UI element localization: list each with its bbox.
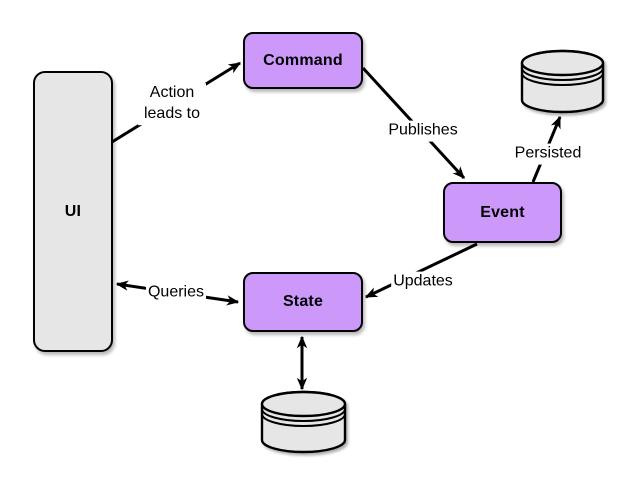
edge-label-action-leads-to: Action leads to bbox=[138, 83, 206, 125]
node-event: Event bbox=[443, 182, 562, 243]
state-store-database-icon bbox=[260, 390, 347, 454]
edge-event-state-arrow bbox=[364, 242, 478, 299]
node-ui-label: UI bbox=[64, 202, 82, 220]
node-state: State bbox=[243, 272, 363, 332]
node-command-label: Command bbox=[263, 51, 343, 69]
edge-label-publishes: Publishes bbox=[386, 120, 460, 142]
edge-label-queries: Queries bbox=[145, 282, 207, 304]
node-command: Command bbox=[243, 32, 363, 89]
edge-label-persisted: Persisted bbox=[512, 143, 584, 165]
node-ui: UI bbox=[33, 71, 113, 352]
event-store-database-icon bbox=[520, 49, 605, 114]
edge-label-updates: Updates bbox=[391, 271, 455, 293]
node-event-label: Event bbox=[480, 203, 525, 221]
node-state-label: State bbox=[282, 293, 324, 310]
